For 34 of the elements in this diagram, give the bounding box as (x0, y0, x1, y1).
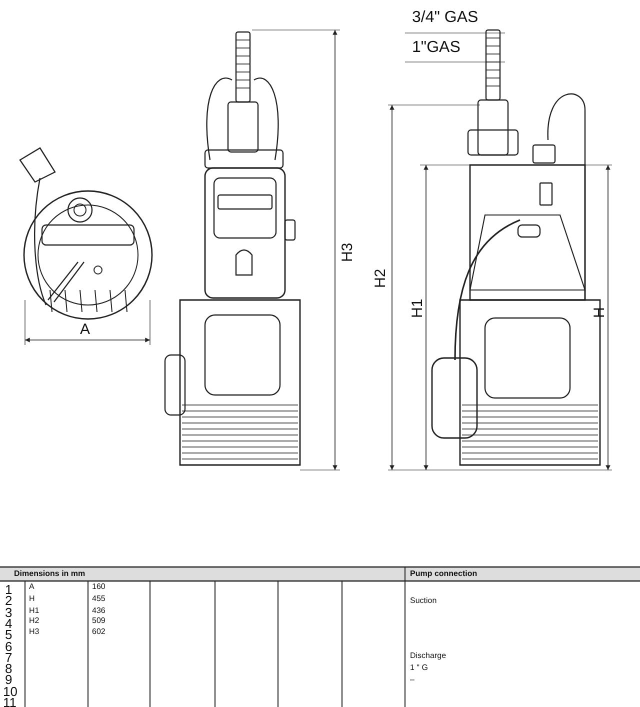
table-cell: 455 (92, 595, 106, 604)
row-number: 4 (5, 616, 12, 630)
dimension-label: 3/4" GAS (412, 10, 478, 26)
row-number: 6 (5, 640, 12, 652)
table-cell: – (410, 676, 414, 684)
row-number: 11 (3, 696, 16, 707)
table-cell: H2 (29, 616, 40, 625)
dimension-label: 1"GAS (412, 40, 460, 56)
dimension-label: A (80, 322, 90, 337)
table-cell: 602 (92, 628, 106, 636)
table-cell: H3 (29, 628, 40, 636)
table-cell: H (29, 595, 35, 604)
table-cell: Discharge (410, 652, 446, 660)
table-cell: H1 (29, 606, 40, 615)
row-number: 2 (5, 594, 12, 608)
dimension-label: H1 (410, 298, 425, 318)
table-cell: 1 " G (410, 664, 428, 672)
table-cell: A (29, 583, 34, 591)
table-cell: 160 (92, 583, 106, 591)
table-header: Pump connection (410, 570, 478, 578)
dimension-label: H2 (373, 268, 388, 288)
table-cell: 436 (92, 606, 106, 615)
dimension-label: H3 (340, 242, 355, 262)
row-number: 7 (5, 650, 12, 664)
table-cell: Suction (410, 597, 437, 606)
row-number: 8 (5, 662, 12, 676)
row-number: 10 (3, 684, 18, 698)
row-number: 1 (5, 583, 12, 596)
row-number: 3 (5, 606, 12, 619)
table-header: Dimensions in mm (14, 570, 86, 578)
table-cell: 509 (92, 616, 106, 625)
row-number: 5 (5, 628, 12, 642)
dimension-label: H (592, 307, 607, 318)
row-number: 9 (5, 673, 12, 686)
